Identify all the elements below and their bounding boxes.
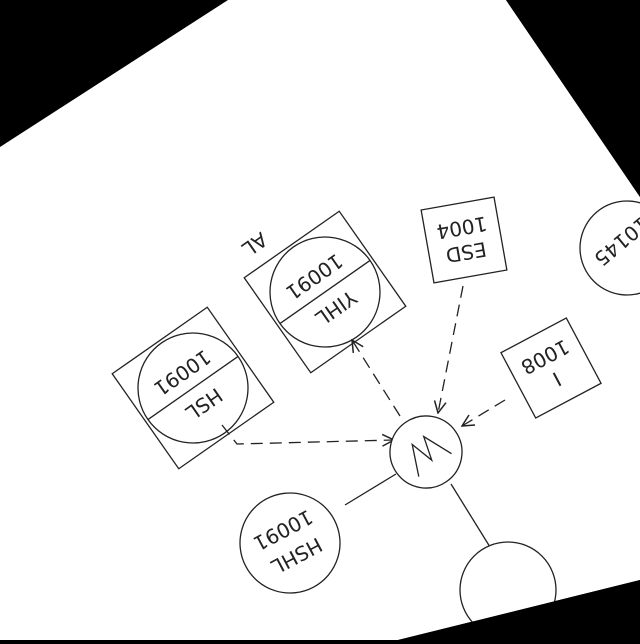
instrument-yihl-divider: [279, 259, 371, 325]
signal-esd-to-valve: [438, 285, 464, 413]
signal-i-to-valve: [462, 399, 506, 426]
instrument-hshl-bubble: [239, 492, 341, 594]
line-valve-to-bottom: [450, 483, 491, 548]
valve-m-glyph: [411, 435, 452, 477]
signal-valve-to-yihl: [352, 340, 401, 417]
process-lines: [344, 473, 491, 548]
instrument-i-box: [500, 317, 602, 419]
valve-circle: [389, 415, 463, 489]
corner-mask-top: [506, 0, 640, 197]
instrument-hsl-divider: [147, 355, 239, 421]
corner-mask-right: [398, 580, 640, 640]
line-hshl-to-valve: [344, 473, 397, 506]
valve-symbol[interactable]: [376, 402, 476, 502]
instrument-yihl-box: [243, 210, 407, 374]
instrument-esd-box: [420, 196, 508, 284]
instrument-yihl-bubble: [269, 236, 381, 348]
instrument-top-right-bubble: [579, 200, 640, 296]
instrument-hsl-box: [111, 306, 275, 470]
